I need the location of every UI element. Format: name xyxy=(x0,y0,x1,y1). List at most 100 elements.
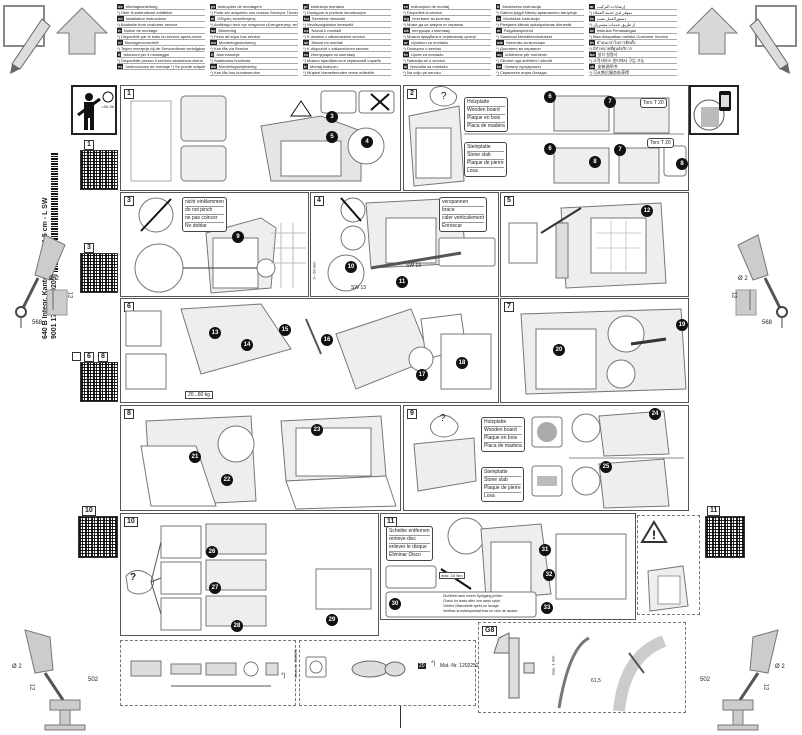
callout: 10 xyxy=(345,261,357,273)
arrow-up-icon xyxy=(55,7,109,55)
callout: 6 xyxy=(544,91,556,103)
language-text: 安装说明书 xyxy=(597,64,618,69)
language-entry: *) Disponibile presso il servizio assist… xyxy=(117,58,205,64)
language-entry: *) Saadaval klienditeenindusest xyxy=(496,34,584,40)
language-text: *) Müşteri hizmetlerinden temin edilebil… xyxy=(303,70,374,75)
language-text: *) Достапно во сервисот xyxy=(496,46,541,51)
language-text: Montāžas instrukcija xyxy=(503,16,540,21)
language-code: id xyxy=(589,28,595,33)
checkbox xyxy=(72,352,81,361)
step-number: 5 xyxy=(504,196,514,206)
qr-code[interactable] xyxy=(78,516,118,558)
language-code: uk xyxy=(403,28,410,33)
language-text: Montageanleitung xyxy=(125,4,158,9)
language-code: cs xyxy=(303,28,310,33)
question-mark-icon: ? xyxy=(130,572,137,583)
callout: 32 xyxy=(543,569,555,581)
torx-label: Torx T 20 xyxy=(647,138,674,148)
language-text: *) Finns att köpa hos service xyxy=(210,34,261,39)
qr-code[interactable] xyxy=(80,150,118,190)
arrow-up-icon xyxy=(685,7,739,55)
language-text: إرشادات التركيب xyxy=(596,4,625,9)
language-entry: *) Може да се закупи от сервиза xyxy=(403,22,491,28)
step-8-panel: 8 21 22 23 xyxy=(120,405,401,511)
drill-distance: 502 xyxy=(700,677,711,683)
qr-code[interactable] xyxy=(705,516,745,558)
language-text: *) Na voljo pri servisu xyxy=(403,70,441,75)
language-entry: *) Vevőszolgálaton keresztül xyxy=(303,22,391,28)
qr-code[interactable] xyxy=(80,253,118,293)
language-entry: *) Finns att köpa hos service xyxy=(210,34,298,40)
footnote-marker: *) xyxy=(281,673,286,679)
torx-label: Torx T 20 xyxy=(640,98,667,108)
language-text: Návod k montáži xyxy=(311,28,342,33)
step-g8-panel: G8 max. 1 mm 61,5 xyxy=(478,622,686,713)
step-number: 10 xyxy=(124,517,138,527)
language-text: *) Bisa didapatkan melalui Customer Serv… xyxy=(589,34,669,39)
language-text: *) از طریق خدمات مشتریان xyxy=(589,22,636,27)
material-number: Mat.-Nr. 12022522 xyxy=(440,663,482,669)
language-text: *) Disponible par le biais du service ap… xyxy=(117,34,202,39)
callout: 3 xyxy=(326,111,338,123)
wrench-size: SW 13 xyxy=(406,263,422,269)
language-code: fi xyxy=(210,52,215,57)
drill-icon xyxy=(24,629,86,731)
qr-code[interactable] xyxy=(80,362,118,402)
language-code: pl xyxy=(303,4,309,9)
language-text: Návod na montáž xyxy=(311,40,343,45)
language-code: ru xyxy=(303,52,309,57)
callout: 33 xyxy=(541,602,553,614)
language-text: Uputstvo za montažu xyxy=(410,40,449,45)
language-text: Instruções de montagem xyxy=(217,4,262,9)
step-number: 1 xyxy=(124,89,134,99)
language-code: fa xyxy=(589,16,595,21)
language-text: *) Tegen meerprijs bij de Servicedienst … xyxy=(117,46,205,51)
language-text: *) Можна придбати в сервісному центрі xyxy=(403,34,476,39)
language-code: el xyxy=(210,16,216,21)
language-entry: *) Bisa didapatkan melalui Customer Serv… xyxy=(589,34,677,40)
language-code: pt xyxy=(210,4,216,9)
warning-box: ! xyxy=(637,515,700,615)
drill-distance: 568 xyxy=(762,320,773,326)
drill-depth: 12 xyxy=(730,291,737,299)
language-entry: *) Pode ser adquirido nos nossos Serviço… xyxy=(210,10,298,16)
drill-distance: 568 xyxy=(32,320,43,326)
callout: 15 xyxy=(279,324,291,336)
language-entry: *) 可从售后服务处获得 xyxy=(589,70,677,76)
step-number: 9 xyxy=(407,409,417,419)
language-code: nl xyxy=(117,40,123,45)
language-entry: *) Saatavana huollosta xyxy=(210,58,298,64)
language-code: zh xyxy=(589,64,596,69)
language-text: *) Kan fås via Service xyxy=(210,46,249,51)
language-text: Notice de montage xyxy=(123,28,158,33)
question-mark-icon: ? xyxy=(441,91,447,102)
language-text: Installation instructions xyxy=(125,16,167,21)
callout: 20 xyxy=(553,344,565,356)
language-code: et xyxy=(496,28,502,33)
qr-label: 11 xyxy=(707,506,721,516)
language-text: Instrucciones de montaje *) Se puede adq… xyxy=(125,64,205,69)
language-text: Instruksi Pemasangan xyxy=(596,28,637,33)
callout: 14 xyxy=(241,339,253,351)
